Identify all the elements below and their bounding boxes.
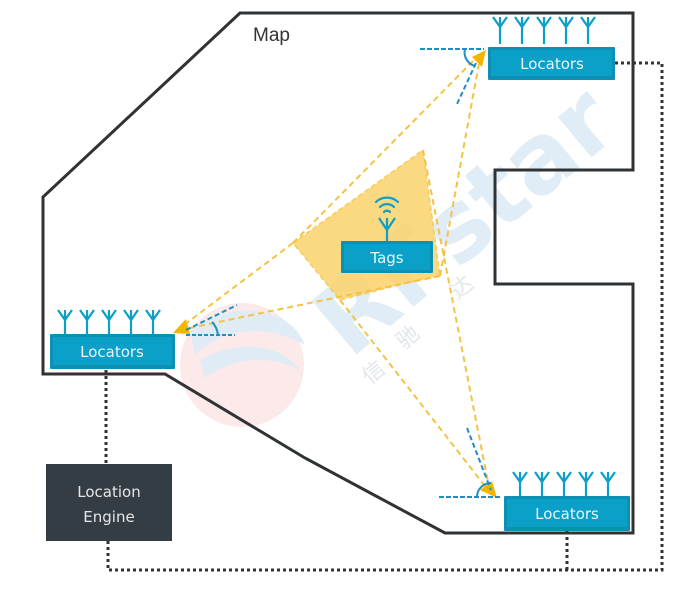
- location-engine-label-line2: Engine: [83, 508, 134, 526]
- tag-label: Tags: [369, 249, 403, 267]
- antenna-array-icon: [512, 471, 616, 499]
- antenna-icon: [123, 309, 139, 337]
- wireless-signal-icon: [374, 196, 400, 214]
- locator-label: Locators: [535, 505, 599, 523]
- signal-tag-to-left-2: [179, 275, 441, 331]
- locator-bottom-right[interactable]: Locators: [504, 471, 630, 531]
- location-engine-label-line1: Location: [77, 483, 140, 501]
- locator-top-right[interactable]: Locators: [488, 16, 615, 80]
- antenna-icon: [536, 16, 552, 44]
- antenna-icon: [57, 309, 73, 337]
- antenna-icon: [492, 16, 508, 44]
- signal-paths: [179, 55, 491, 493]
- tag-device[interactable]: Tags: [341, 196, 433, 273]
- antenna-icon: [600, 471, 616, 499]
- locator-label: Locators: [520, 55, 584, 73]
- antenna-icon: [145, 309, 161, 337]
- antenna-array-icon: [492, 16, 596, 44]
- connector-engine-bus: [106, 61, 664, 572]
- arrow-head-left: [173, 319, 190, 334]
- location-engine[interactable]: Location Engine: [46, 464, 172, 541]
- antenna-icon: [580, 16, 596, 44]
- signal-tag-to-bottom-2: [422, 149, 491, 493]
- antenna-array-icon: [57, 309, 161, 337]
- signal-tag-to-bottom-1: [339, 299, 489, 491]
- map-outline: [41, 11, 635, 535]
- antenna-icon: [514, 16, 530, 44]
- engine-connectors: [104, 61, 664, 572]
- antenna-icon: [512, 471, 528, 499]
- location-engine-box: [46, 464, 172, 541]
- angle-indicators: [185, 48, 500, 498]
- tag-antenna-icon: [378, 217, 396, 242]
- signal-tag-to-left-1: [179, 242, 294, 329]
- locator-left[interactable]: Locators: [50, 309, 175, 369]
- arrow-head-bottom-right: [480, 481, 497, 498]
- locator-label: Locators: [80, 343, 144, 361]
- signal-tag-to-topright-2: [439, 57, 481, 277]
- angle-arc-bottom-right: [476, 482, 492, 498]
- arrow-head-top-right: [472, 50, 486, 67]
- aoa-line-left: [185, 304, 238, 331]
- signal-tag-to-topright-1: [292, 55, 479, 244]
- antenna-icon: [578, 471, 594, 499]
- antenna-icon: [79, 309, 95, 337]
- aoa-line-bottom-right: [466, 427, 492, 491]
- map-label: Map: [253, 25, 290, 46]
- angle-arc-left: [211, 321, 219, 336]
- antenna-icon: [558, 16, 574, 44]
- antenna-icon: [101, 309, 117, 337]
- antenna-icon: [534, 471, 550, 499]
- angle-arc-top-right: [463, 48, 476, 67]
- antenna-icon: [556, 471, 572, 499]
